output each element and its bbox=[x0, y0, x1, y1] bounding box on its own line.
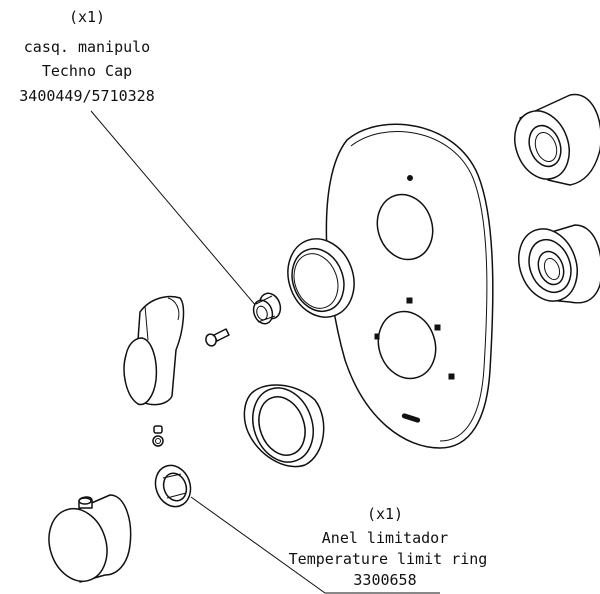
cap-code-label: 3400449/5710328 bbox=[19, 87, 154, 105]
ring-name-pt-label: Anel limitador bbox=[322, 529, 448, 547]
escutcheon-plate bbox=[325, 123, 494, 449]
cap-qty-label: (x1) bbox=[69, 8, 105, 26]
temperature-limit-ring-part bbox=[154, 464, 192, 508]
ring-callout: (x1) Anel limitador Temperature limit ri… bbox=[190, 496, 488, 594]
plate-marker bbox=[406, 297, 413, 304]
plate-screw-dot bbox=[407, 175, 413, 181]
lower-right-knob bbox=[518, 224, 600, 304]
bottom-knob-body bbox=[48, 494, 132, 583]
ring-leader-line bbox=[190, 496, 440, 594]
cap-name-en-label: Techno Cap bbox=[42, 62, 132, 80]
small-screw bbox=[205, 328, 230, 347]
ring-code-label: 3300658 bbox=[353, 571, 416, 589]
techno-cap-part bbox=[252, 292, 282, 325]
lower-seal-ring bbox=[243, 384, 325, 468]
upper-right-knob bbox=[514, 93, 600, 186]
ring-name-en-label: Temperature limit ring bbox=[289, 550, 488, 568]
plate-marker bbox=[374, 333, 380, 340]
plate-logo-mark bbox=[401, 413, 421, 423]
ring-qty-label: (x1) bbox=[367, 505, 403, 523]
lever-handle bbox=[123, 295, 185, 406]
upper-seal-ring bbox=[287, 238, 355, 318]
upper-valve-hole bbox=[376, 193, 434, 261]
cap-leader-line bbox=[90, 110, 263, 314]
small-o-rings bbox=[152, 425, 164, 447]
cap-callout: (x1) casq. manipulo Techno Cap 3400449/5… bbox=[19, 8, 263, 314]
plate-marker bbox=[448, 373, 455, 380]
cap-name-pt-label: casq. manipulo bbox=[24, 38, 150, 56]
plate-marker bbox=[434, 324, 441, 331]
lower-valve-hole bbox=[377, 310, 437, 380]
